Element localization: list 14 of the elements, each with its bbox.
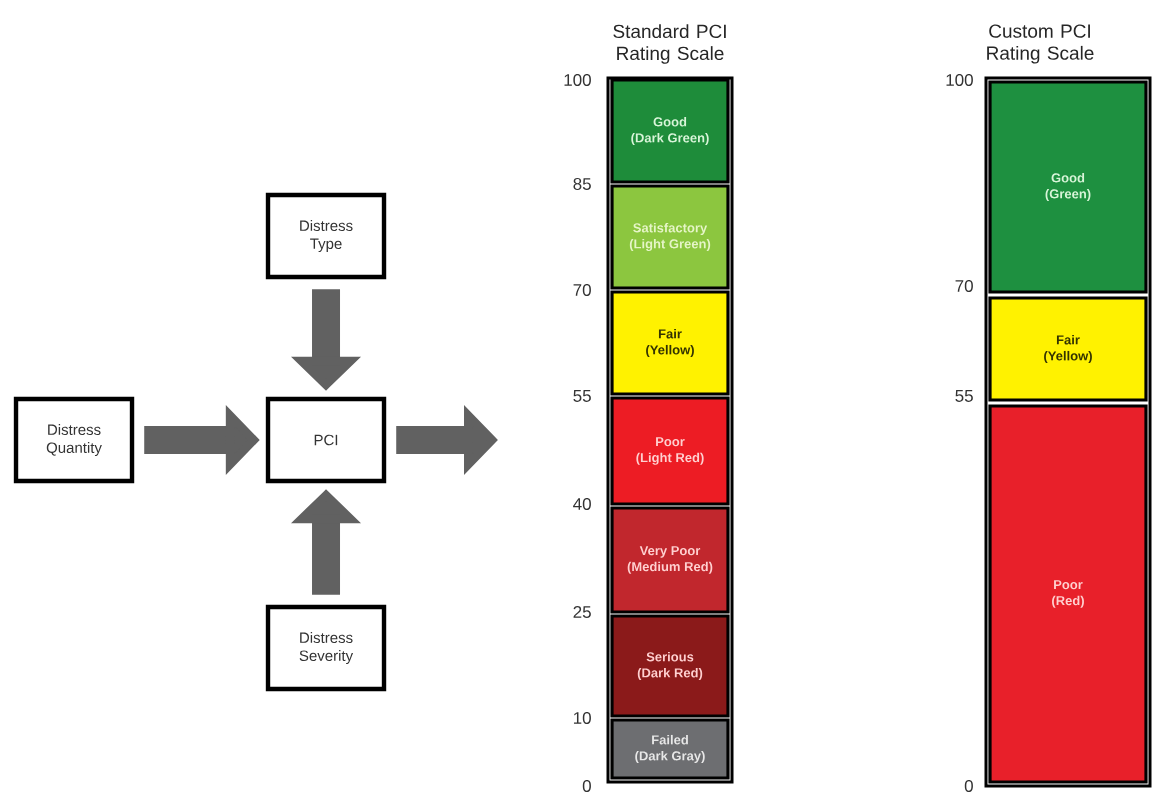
tick-label: 0 bbox=[964, 780, 973, 792]
tick-label: 0 bbox=[582, 780, 591, 792]
tick-label: 10 bbox=[574, 712, 591, 724]
tick-label: 100 bbox=[946, 74, 973, 86]
tick-label: 100 bbox=[564, 74, 591, 86]
tick-label: 70 bbox=[573, 284, 591, 296]
scale-title: Standard PCI Rating Scale bbox=[613, 24, 726, 64]
tick-label: 55 bbox=[955, 390, 973, 402]
tick-label: 25 bbox=[573, 606, 591, 618]
scale-title: Custom PCI Rating Scale bbox=[987, 24, 1094, 64]
tick-label: 55 bbox=[573, 390, 591, 402]
tick-label: 40 bbox=[573, 498, 591, 510]
tick-label: 70 bbox=[955, 280, 973, 292]
tick-label: 85 bbox=[573, 178, 591, 190]
